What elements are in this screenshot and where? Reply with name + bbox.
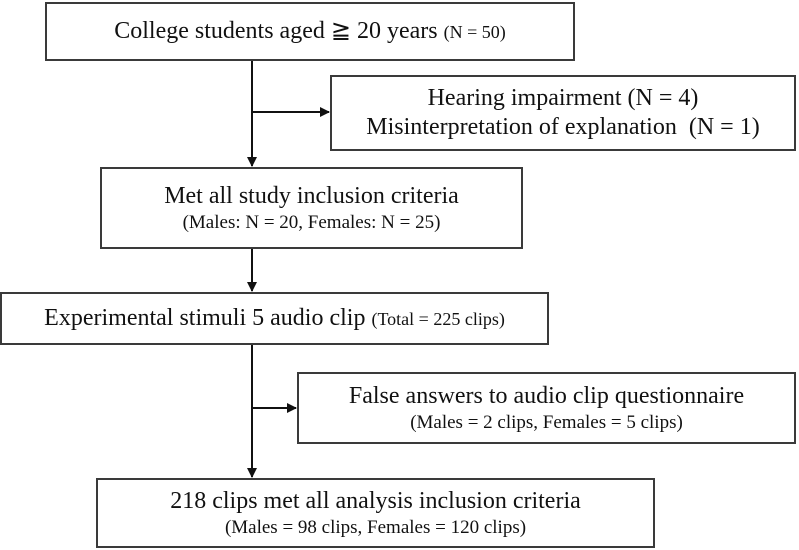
enrolled-count: (N = 50) bbox=[443, 21, 506, 42]
stimuli-count: (Total = 225 clips) bbox=[371, 308, 505, 329]
excluded-clips-box: False answers to audio clip questionnair… bbox=[297, 372, 796, 444]
included-title: Met all study inclusion criteria bbox=[164, 182, 459, 209]
stimuli-text: Experimental stimuli 5 audio clip bbox=[44, 304, 366, 331]
analyzed-title: 218 clips met all analysis inclusion cri… bbox=[170, 487, 581, 514]
misinterpretation-count: (N = 1) bbox=[688, 114, 760, 140]
included-counts: (Males: N = 20, Females: N = 25) bbox=[182, 211, 441, 233]
enrolled-box: College students aged ≧ 20 years (N = 50… bbox=[45, 2, 575, 61]
analyzed-counts: (Males = 98 clips, Females = 120 clips) bbox=[224, 516, 527, 538]
enrolled-label: College students aged ≧ 20 years (N = 50… bbox=[114, 17, 506, 47]
analyzed-box: 218 clips met all analysis inclusion cri… bbox=[96, 478, 655, 548]
excluded-participants-box: Hearing impairment (N = 4) Misinterpreta… bbox=[330, 75, 796, 151]
included-box: Met all study inclusion criteria (Males:… bbox=[100, 167, 523, 249]
enrolled-text: College students aged ≧ 20 years bbox=[114, 17, 438, 44]
hearing-impairment-text: Hearing impairment (N = 4) bbox=[427, 85, 699, 111]
excluded-clips-counts: (Males = 2 clips, Females = 5 clips) bbox=[410, 411, 683, 433]
stimuli-box: Experimental stimuli 5 audio clip (Total… bbox=[0, 292, 549, 345]
misinterpretation-line: Misinterpretation of explanation (N = 1) bbox=[366, 113, 759, 142]
misinterpretation-text: Misinterpretation of explanation bbox=[366, 114, 677, 140]
stimuli-label: Experimental stimuli 5 audio clip (Total… bbox=[44, 304, 505, 334]
excluded-clips-title: False answers to audio clip questionnair… bbox=[348, 382, 745, 409]
